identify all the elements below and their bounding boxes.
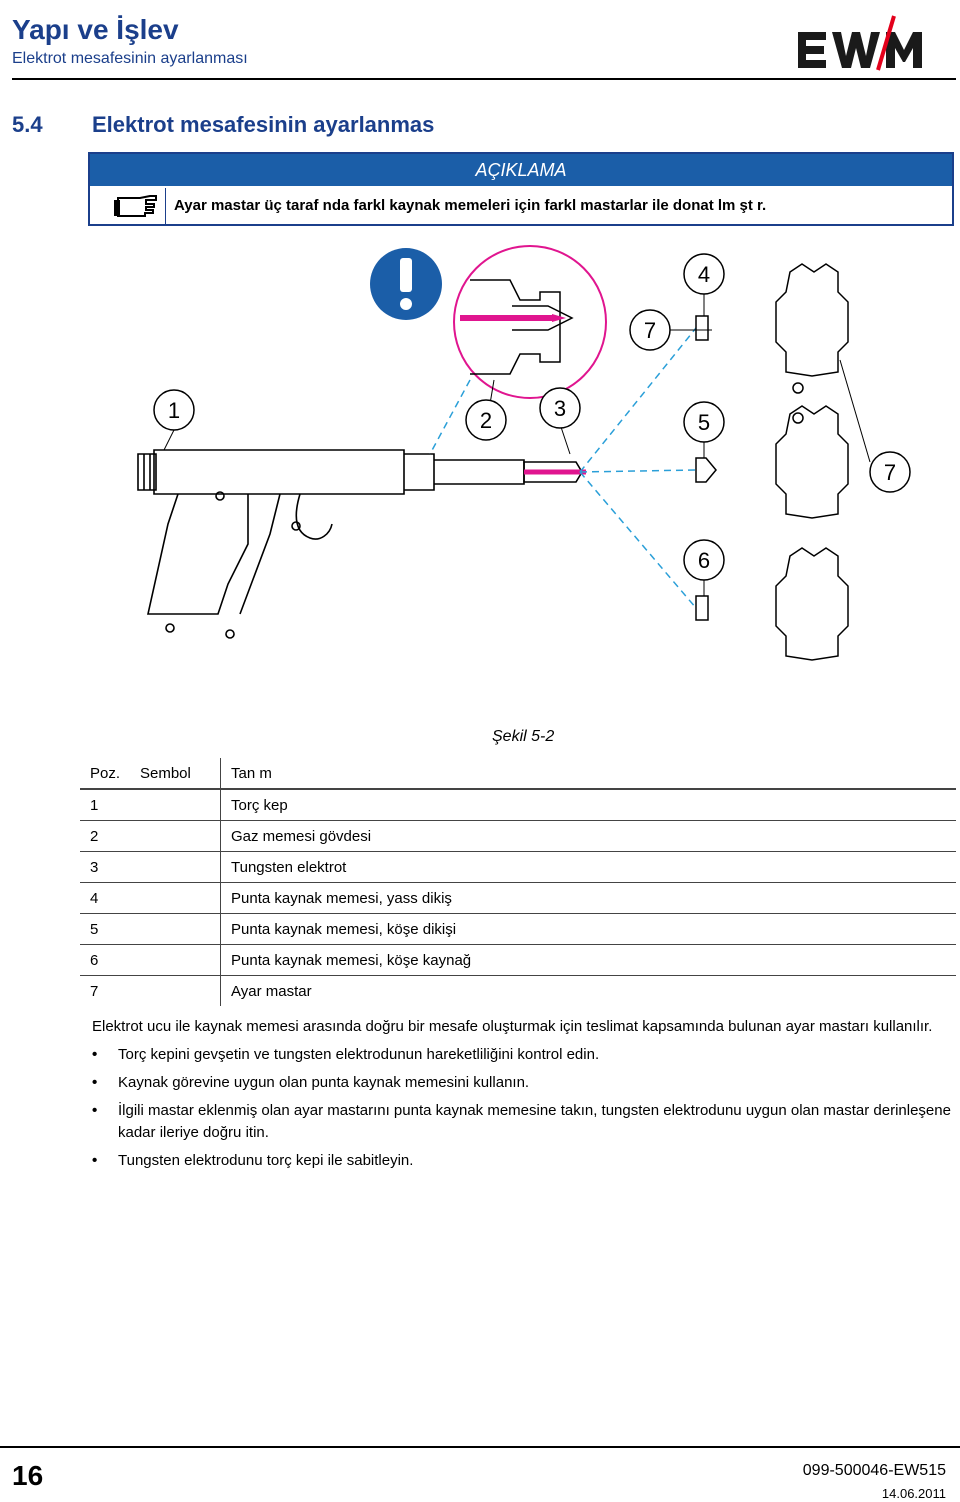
callout-7b-label: 7 xyxy=(884,460,896,485)
callout-2 xyxy=(465,399,507,441)
intro-paragraph: Elektrot ucu ile kaynak memesi arasında … xyxy=(92,1018,933,1035)
torch-gauge-figure: 1 2 3 4 5 6 7 7 xyxy=(137,245,911,661)
table-row: 3 Tungsten elektrot xyxy=(80,851,956,883)
detail-circle xyxy=(453,245,607,399)
table-cell xyxy=(130,789,221,821)
table-cell: Ayar mastar xyxy=(231,982,312,1000)
header-title: Yapı ve İşlev xyxy=(12,14,179,45)
table-cell xyxy=(130,820,221,852)
table-row: 1 Torç kep xyxy=(80,789,956,821)
dashed-guides xyxy=(429,327,697,609)
table-cell: Punta kaynak memesi, köşe kaynağ xyxy=(220,944,956,976)
section-number: 5.4 xyxy=(12,112,43,137)
table-row: 4 Punta kaynak memesi, yass dikiş xyxy=(80,882,956,914)
adjustment-gauges xyxy=(775,263,849,661)
header-subtitle: Elektrot mesafesinin ayarlanması xyxy=(12,50,248,67)
callout-7a-label: 7 xyxy=(644,318,656,343)
note-text: Ayar mastar üç taraf nda farkl kaynak me… xyxy=(174,197,767,214)
table-cell xyxy=(130,851,221,883)
table-cell: 2 xyxy=(80,820,130,852)
table-cell: Punta kaynak memesi, yass dikiş xyxy=(220,882,956,914)
document-date: 14.06.2011 xyxy=(881,1486,946,1501)
table-cell: 1 xyxy=(80,789,130,821)
table-cell: Torç kep xyxy=(220,789,956,821)
table-cell: Tungsten elektrot xyxy=(220,851,956,883)
callout-7b xyxy=(869,451,911,493)
table-cell: Punta kaynak memesi, köşe dikişi xyxy=(220,913,956,945)
torch-gun xyxy=(137,449,586,639)
callout-3 xyxy=(539,387,581,429)
header-rule xyxy=(12,78,956,80)
table-cell xyxy=(130,913,221,945)
table-row: 5 Punta kaynak memesi, köşe dikişi xyxy=(80,913,956,945)
table-cell: Gaz memesi gövdesi xyxy=(220,820,956,852)
table-cell xyxy=(130,975,221,1006)
table-cell: 6 xyxy=(80,944,130,976)
list-item: Tungsten elektrodunu torç kepi ile sabit… xyxy=(92,1150,952,1172)
list-item: Kaynak görevine uygun olan punta kaynak … xyxy=(92,1072,952,1094)
section-title: Elektrot mesafesinin ayarlanmas xyxy=(92,112,435,137)
table-cell: 4 xyxy=(80,882,130,914)
page-number: 16 xyxy=(12,1460,44,1491)
pointing-hand-icon xyxy=(94,188,166,224)
figure-caption: Şekil 5-2 xyxy=(492,728,555,745)
position-table: Poz. Sembol Tan m 1 Torç kep 2 Gaz memes… xyxy=(80,758,956,1006)
table-header-row: Poz. Sembol Tan m xyxy=(80,758,956,790)
ewm-logo: ewm xyxy=(798,15,932,71)
note-heading: AÇIKLAMA xyxy=(90,154,952,186)
callout-4 xyxy=(683,253,725,295)
table-cell: 7 xyxy=(90,982,99,1000)
callout-5 xyxy=(683,401,725,443)
callout-1-label: 1 xyxy=(168,398,180,423)
footer-rule xyxy=(0,1446,960,1448)
table-cell xyxy=(130,944,221,976)
table-row: 6 Punta kaynak memesi, köşe kaynağ xyxy=(80,944,956,976)
table-cell: 3 xyxy=(80,851,130,883)
callout-6 xyxy=(683,539,725,581)
callout-6-label: 6 xyxy=(698,548,710,573)
header-cell: Poz. xyxy=(80,758,130,790)
table-row: 2 Gaz memesi gövdesi xyxy=(80,820,956,852)
logo-text: ewm xyxy=(930,69,932,71)
callout-7a xyxy=(629,309,671,351)
callout-1 xyxy=(153,389,195,431)
instruction-list: Torç kepini gevşetin ve tungsten elektro… xyxy=(92,1044,952,1178)
list-item: Torç kepini gevşetin ve tungsten elektro… xyxy=(92,1044,952,1066)
table-row: 7 Ayar mastar xyxy=(80,975,956,1006)
callout-5-label: 5 xyxy=(698,410,710,435)
header-cell: Tan m xyxy=(220,758,956,790)
table-cell: 5 xyxy=(80,913,130,945)
note-box: AÇIKLAMA Ayar mastar üç taraf nda farkl … xyxy=(88,152,954,226)
header-cell: Sembol xyxy=(130,758,221,790)
document-number: 099-500046-EW515 xyxy=(802,1462,946,1479)
table-cell xyxy=(130,882,221,914)
list-item: İlgili mastar eklenmiş olan ayar mastarı… xyxy=(92,1100,952,1144)
callout-2-label: 2 xyxy=(480,408,492,433)
callout-4-label: 4 xyxy=(698,262,710,287)
callout-3-label: 3 xyxy=(554,396,566,421)
warning-icon xyxy=(370,248,442,320)
